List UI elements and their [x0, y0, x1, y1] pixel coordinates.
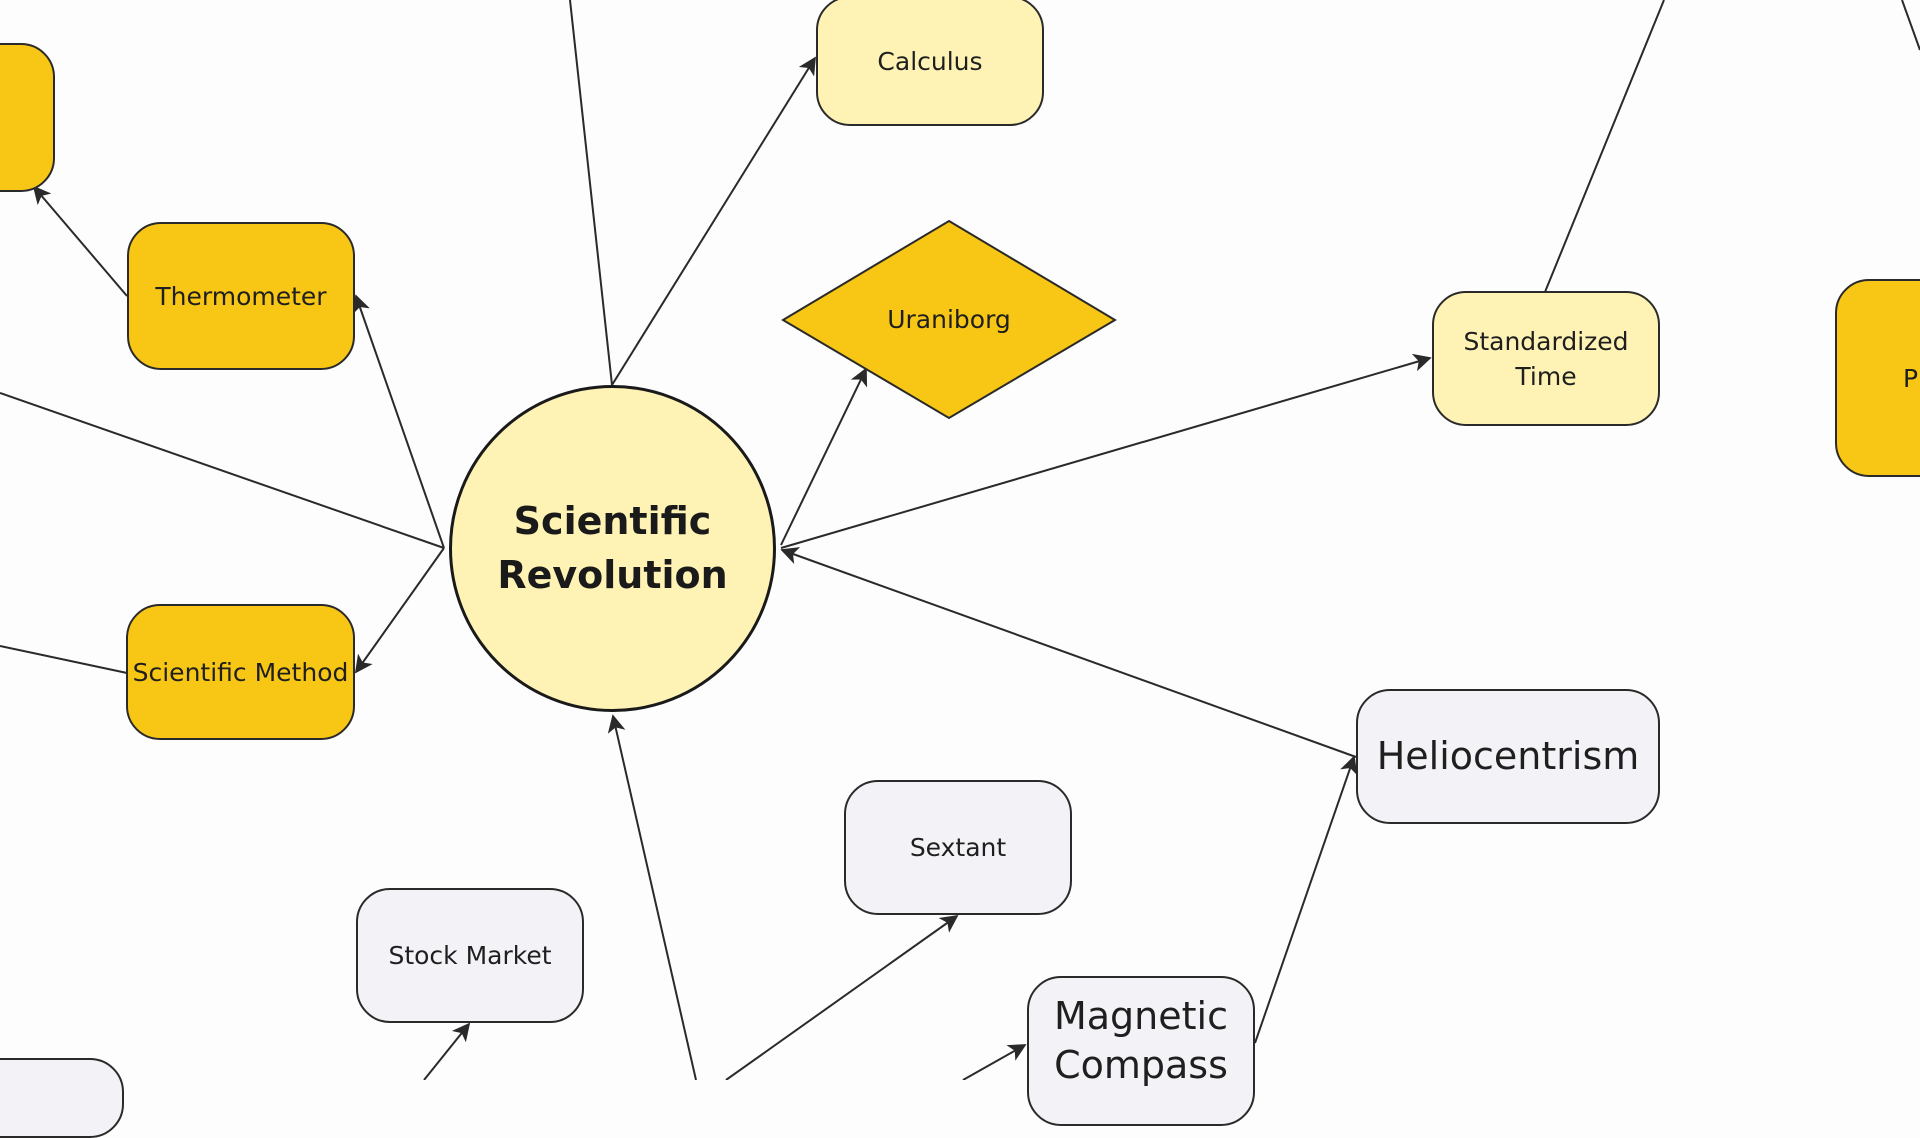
node-calculus-label: Calculus [877, 46, 983, 76]
edge-center-to-standardized-time[interactable] [780, 353, 1432, 549]
edge-offcanvas-top-to-center[interactable] [569, 0, 613, 386]
node-magnetic-compass-label: Magnetic Compass [1053, 994, 1228, 1088]
center-node-scientific-revolution[interactable]: Scientific Revolution [449, 385, 776, 712]
edge-bottom-hub-to-center[interactable] [607, 714, 697, 1080]
node-p-label: P [1903, 363, 1919, 393]
edge-heliocentrism-to-center[interactable] [780, 547, 1357, 758]
edge-layer [0, 0, 1920, 1080]
node-p[interactable]: P [1835, 279, 1920, 477]
node-uraniborg-label: Uraniborg [887, 305, 1011, 334]
node-thermometer[interactable]: Thermometer [127, 222, 355, 370]
node-scientific-method[interactable]: Scientific Method [126, 604, 355, 740]
edge-bottom-to-stock-market[interactable] [423, 1022, 471, 1080]
edge-magnetic-compass-to-heliocentrism[interactable] [1254, 755, 1358, 1044]
node-magnetic-compass[interactable]: Magnetic Compass [1027, 976, 1255, 1126]
edge-offcanvas-right[interactable] [1901, 0, 1920, 51]
node-stock-market[interactable]: Stock Market [356, 888, 584, 1023]
node-sextant-label: Sextant [909, 833, 1007, 862]
center-node-line1: Scientific [513, 499, 712, 544]
node-bottom-left[interactable] [0, 1058, 124, 1138]
node-sextant[interactable]: Sextant [844, 780, 1072, 915]
edge-center-to-calculus[interactable] [611, 56, 816, 386]
edge-center-to-thermometer[interactable] [352, 294, 445, 549]
edge-center-to-uraniborg[interactable] [780, 367, 868, 546]
center-node-line2: Revolution [497, 552, 728, 597]
node-stock-market-label: Stock Market [388, 941, 552, 970]
node-standardized-time[interactable]: Standardized Time [1432, 291, 1660, 426]
node-scientific-method-label: Scientific Method [132, 657, 349, 687]
edge-bottom-to-magnetic-compass[interactable] [962, 1044, 1027, 1080]
uraniborg-diamond-shape[interactable] [781, 219, 1117, 420]
node-standardized-time-label: Standardized Time [1463, 326, 1629, 391]
edge-scientific-method-to-offcanvas[interactable] [0, 645, 128, 674]
node-heliocentrism[interactable]: Heliocentrism [1356, 689, 1660, 824]
edge-center-to-scientific-method[interactable] [354, 547, 445, 674]
edge-offcanvas-left-to-center[interactable] [0, 392, 445, 549]
edge-thermometer-to-top-left-node[interactable] [32, 185, 128, 297]
edge-standardized-time-to-offcanvas[interactable] [1544, 0, 1665, 293]
node-thermometer-label: Thermometer [155, 281, 327, 311]
node-top-left[interactable] [0, 43, 55, 192]
edge-bottom-hub-to-sextant[interactable] [725, 914, 959, 1080]
node-calculus[interactable]: Calculus [816, 0, 1044, 126]
node-heliocentrism-label: Heliocentrism [1376, 733, 1640, 778]
